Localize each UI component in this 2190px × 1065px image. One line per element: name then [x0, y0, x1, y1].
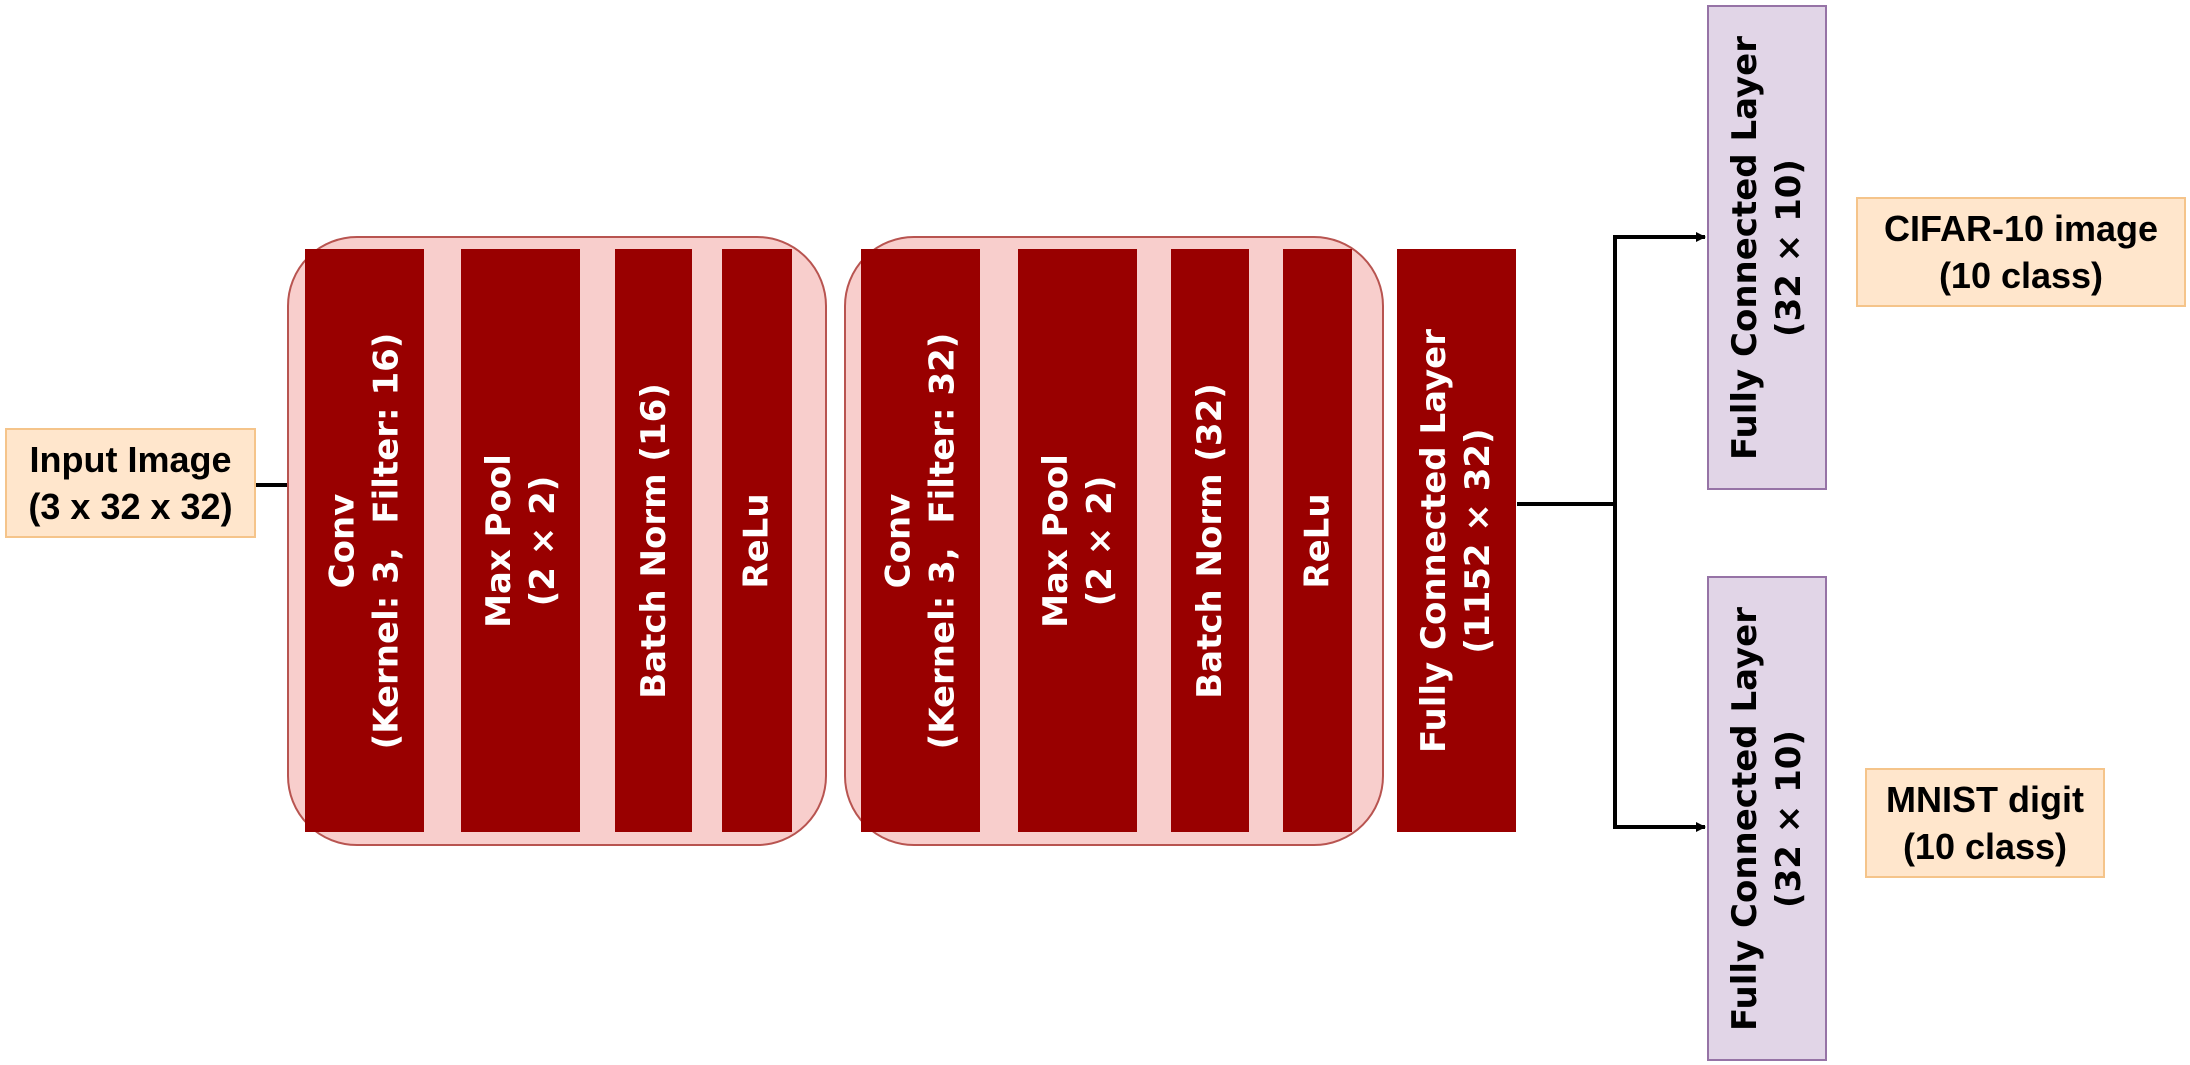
fc-head-mnist-label: Fully Connected Layer (32 × 10) — [1725, 606, 1809, 1031]
split-connector-top — [1517, 232, 1706, 506]
conv-layer-2-label: Conv (Kernel: 3, Filter: 32) — [878, 332, 963, 749]
maxpool-layer-2: Max Pool (2 × 2) — [1018, 249, 1137, 832]
shared-fc-layer: Fully Connected Layer (1152 × 32) — [1397, 249, 1516, 832]
maxpool-layer-1-label: Max Pool (2 × 2) — [478, 453, 563, 628]
input-image-box: Input Image (3 x 32 x 32) — [5, 428, 256, 538]
shared-fc-layer-label: Fully Connected Layer (1152 × 32) — [1414, 328, 1499, 753]
relu-layer-2-label: ReLu — [1297, 492, 1338, 589]
fc-head-cifar: Fully Connected Layer (32 × 10) — [1707, 5, 1827, 490]
relu-layer-1: ReLu — [722, 249, 792, 832]
split-connector-bottom — [1613, 504, 1706, 832]
conv-layer-1-label: Conv (Kernel: 3, Filter: 16) — [322, 332, 407, 749]
batchnorm-layer-1-label: Batch Norm (16) — [633, 382, 674, 699]
mnist-output-box: MNIST digit (10 class) — [1865, 768, 2105, 878]
relu-layer-1-label: ReLu — [737, 492, 777, 589]
conv-layer-1: Conv (Kernel: 3, Filter: 16) — [305, 249, 424, 832]
batchnorm-layer-1: Batch Norm (16) — [615, 249, 692, 832]
conv-layer-2: Conv (Kernel: 3, Filter: 32) — [861, 249, 980, 832]
fc-head-mnist: Fully Connected Layer (32 × 10) — [1707, 576, 1827, 1061]
batchnorm-layer-2: Batch Norm (32) — [1171, 249, 1249, 832]
maxpool-layer-2-label: Max Pool (2 × 2) — [1035, 453, 1120, 628]
maxpool-layer-1: Max Pool (2 × 2) — [461, 249, 580, 832]
cifar-output-box: CIFAR-10 image (10 class) — [1856, 197, 2186, 307]
batchnorm-layer-2-label: Batch Norm (32) — [1190, 382, 1231, 699]
fc-head-cifar-label: Fully Connected Layer (32 × 10) — [1725, 35, 1809, 460]
relu-layer-2: ReLu — [1283, 249, 1352, 832]
